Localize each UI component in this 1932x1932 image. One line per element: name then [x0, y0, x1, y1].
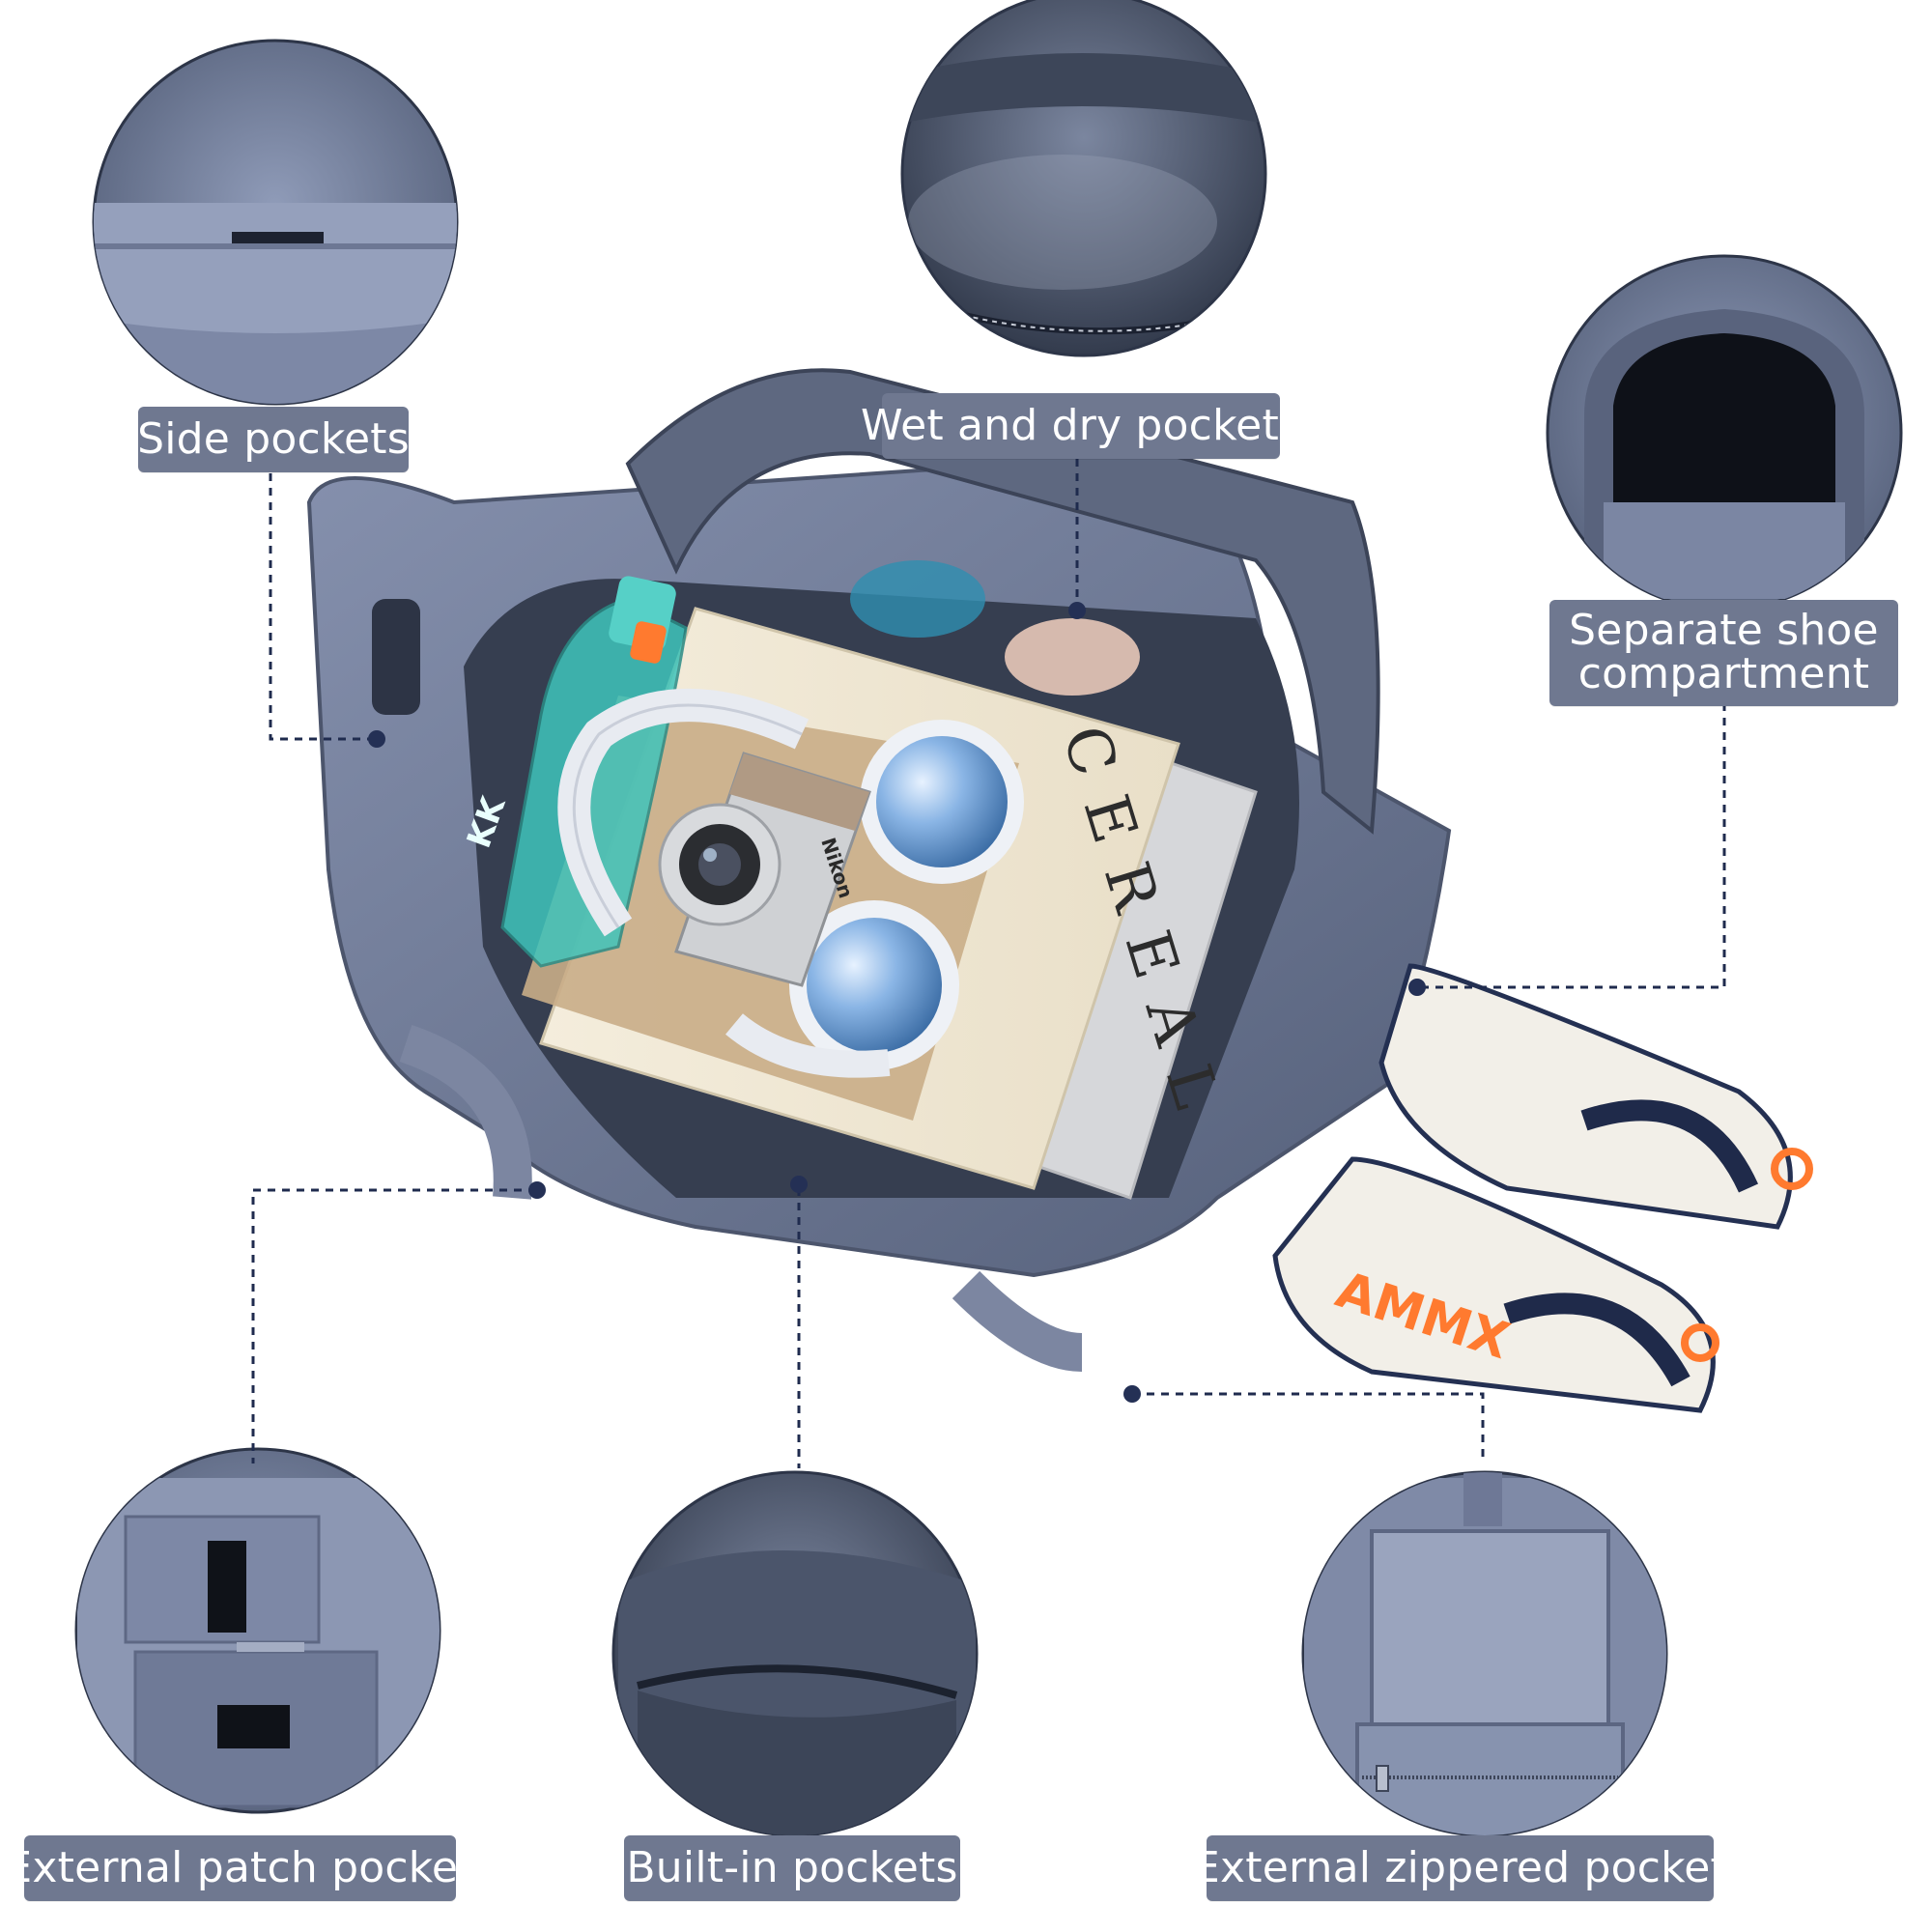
built-in-pocket-detail-photo: [611, 1470, 979, 1837]
shoe-compartment-detail-photo: [1546, 254, 1903, 611]
side-pocket-detail-photo: [92, 39, 459, 406]
zippered-pocket-detail-photo: [1301, 1470, 1668, 1837]
external-patch-pocket-text: External patch pocket: [5, 1842, 475, 1892]
headphones: [557, 689, 1024, 1078]
wet-dry-pocket-detail-photo: [900, 0, 1267, 357]
side-pockets-text: Side pockets: [137, 413, 410, 464]
wet-dry-pockets-label: Wet and dry pockets: [861, 393, 1301, 459]
built-in-pockets-text: Built-in pockets: [626, 1842, 958, 1892]
external-zippered-pocket-text: External zippered pocket: [1193, 1842, 1727, 1892]
external-patch-pocket-label: External patch pocket: [5, 1835, 474, 1901]
connector-lines: [251, 459, 1726, 1468]
separate-shoe-compartment-text-line1: Separate shoe: [1569, 606, 1879, 656]
side-pockets-label: Side pockets: [137, 407, 410, 472]
patch-pocket-detail-photo: [74, 1447, 441, 1814]
wet-dry-pockets-text: Wet and dry pockets: [860, 400, 1302, 450]
sneakers: AMMX: [1272, 963, 1813, 1413]
separate-shoe-compartment-label: Separate shoe compartment: [1549, 600, 1898, 706]
water-bottle: KK: [460, 576, 688, 968]
separate-shoe-compartment-text-line2: compartment: [1577, 649, 1870, 698]
duffel-bag-main-photo: CEREAL KK: [306, 368, 1813, 1413]
external-zippered-pocket-label: External zippered pocket: [1193, 1835, 1727, 1901]
built-in-pockets-label: Built-in pockets: [624, 1835, 960, 1901]
